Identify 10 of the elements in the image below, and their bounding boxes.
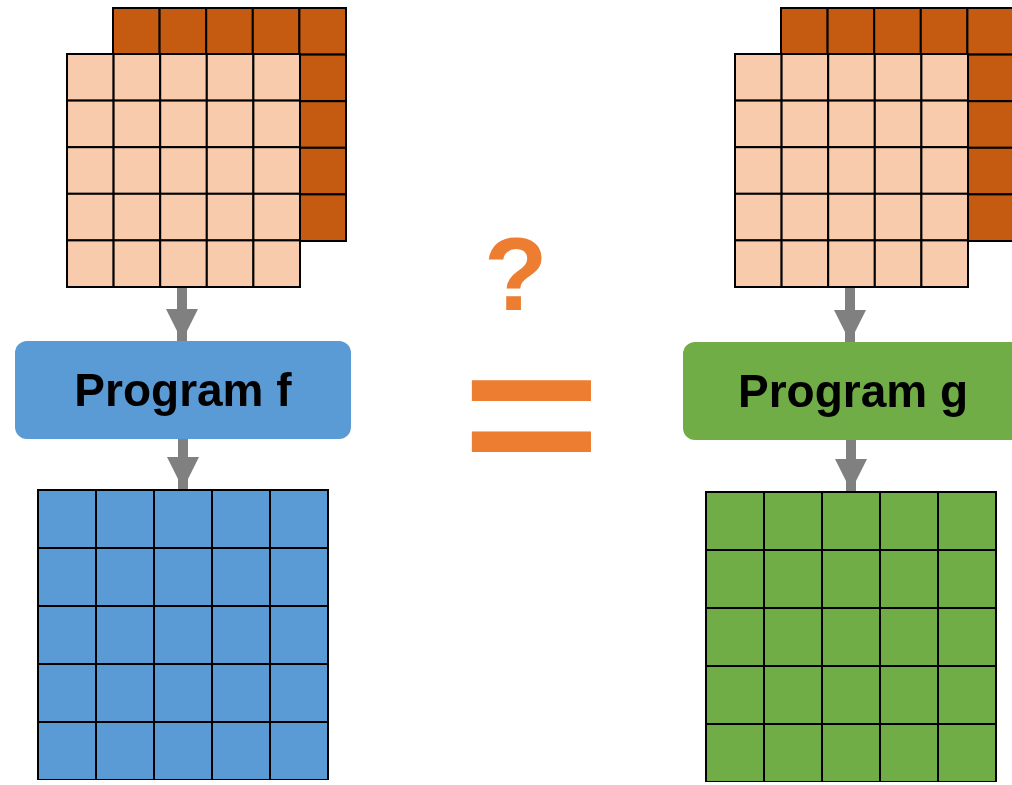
arrow: [834, 288, 866, 342]
grid-stack-drawing: [734, 7, 1012, 288]
grid-drawing: [37, 489, 329, 780]
arrow: [835, 440, 867, 491]
grid-drawing: [705, 491, 997, 782]
arrow: [166, 288, 198, 341]
process-box: Program g: [683, 342, 1012, 440]
process-box: Program f: [15, 341, 351, 439]
grid-stack-drawing: [66, 7, 348, 288]
arrow: [167, 439, 199, 489]
